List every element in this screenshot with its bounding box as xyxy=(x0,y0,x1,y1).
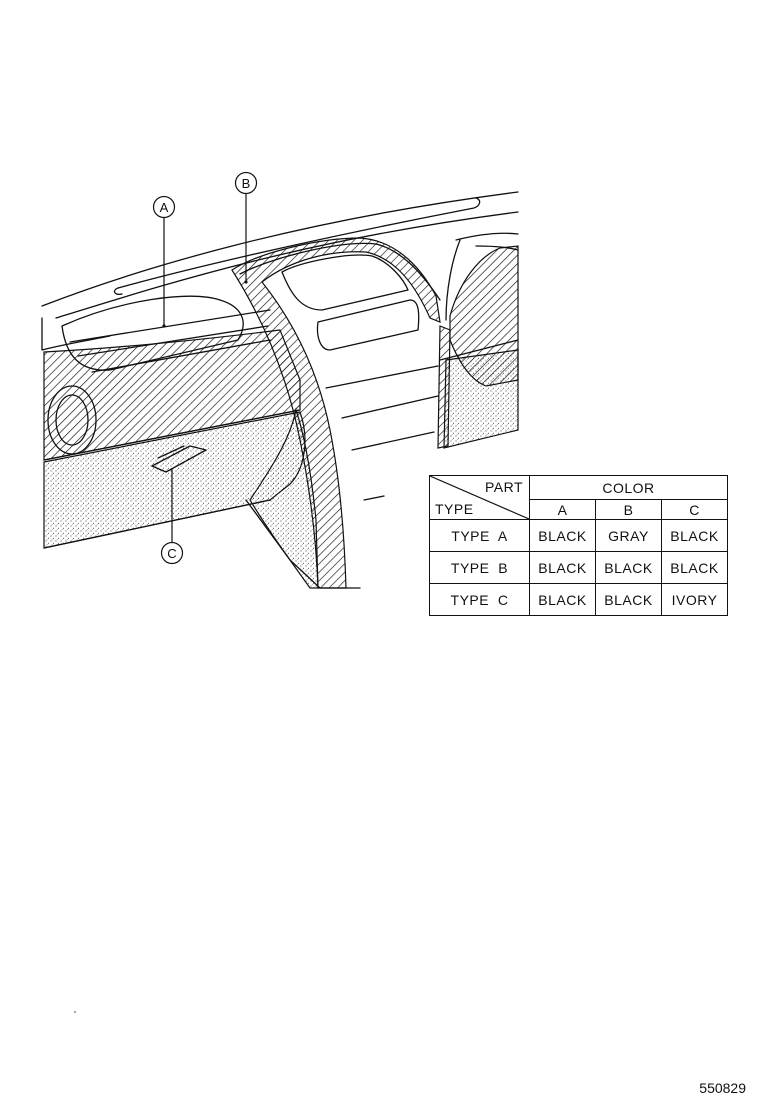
table-cell: BLACK xyxy=(661,519,728,552)
corner-type-label: TYPE xyxy=(435,501,474,517)
table-cell: BLACK xyxy=(529,551,596,584)
table-cell: BLACK xyxy=(595,551,662,584)
corner-diagonal xyxy=(430,476,529,519)
type-c-label: TYPE C xyxy=(429,583,530,616)
table-corner-cell: PART TYPE xyxy=(429,475,530,520)
table-cell: IVORY xyxy=(661,583,728,616)
type-a-label: TYPE A xyxy=(429,519,530,552)
table-cell: BLACK xyxy=(595,583,662,616)
part-header-c: C xyxy=(661,499,728,520)
diagram-code: 550829 xyxy=(699,1080,746,1096)
part-header-b: B xyxy=(595,499,662,520)
part-header-a: A xyxy=(529,499,596,520)
callout-b-label: B xyxy=(242,176,251,191)
callout-c-label: C xyxy=(167,546,176,561)
table-cell: GRAY xyxy=(595,519,662,552)
table-cell: BLACK xyxy=(661,551,728,584)
table-row: TYPE A BLACK GRAY BLACK xyxy=(429,519,728,552)
color-table: PART TYPE COLOR A B C TYPE A BLACK GRAY … xyxy=(429,475,728,616)
callout-a-label: A xyxy=(160,200,169,215)
table-cell: BLACK xyxy=(529,583,596,616)
table-row: TYPE C BLACK BLACK IVORY xyxy=(429,583,728,616)
color-header: COLOR xyxy=(529,475,728,500)
type-b-label: TYPE B xyxy=(429,551,530,584)
table-row: TYPE B BLACK BLACK BLACK xyxy=(429,551,728,584)
table-cell: BLACK xyxy=(529,519,596,552)
corner-part-label: PART xyxy=(484,479,523,495)
